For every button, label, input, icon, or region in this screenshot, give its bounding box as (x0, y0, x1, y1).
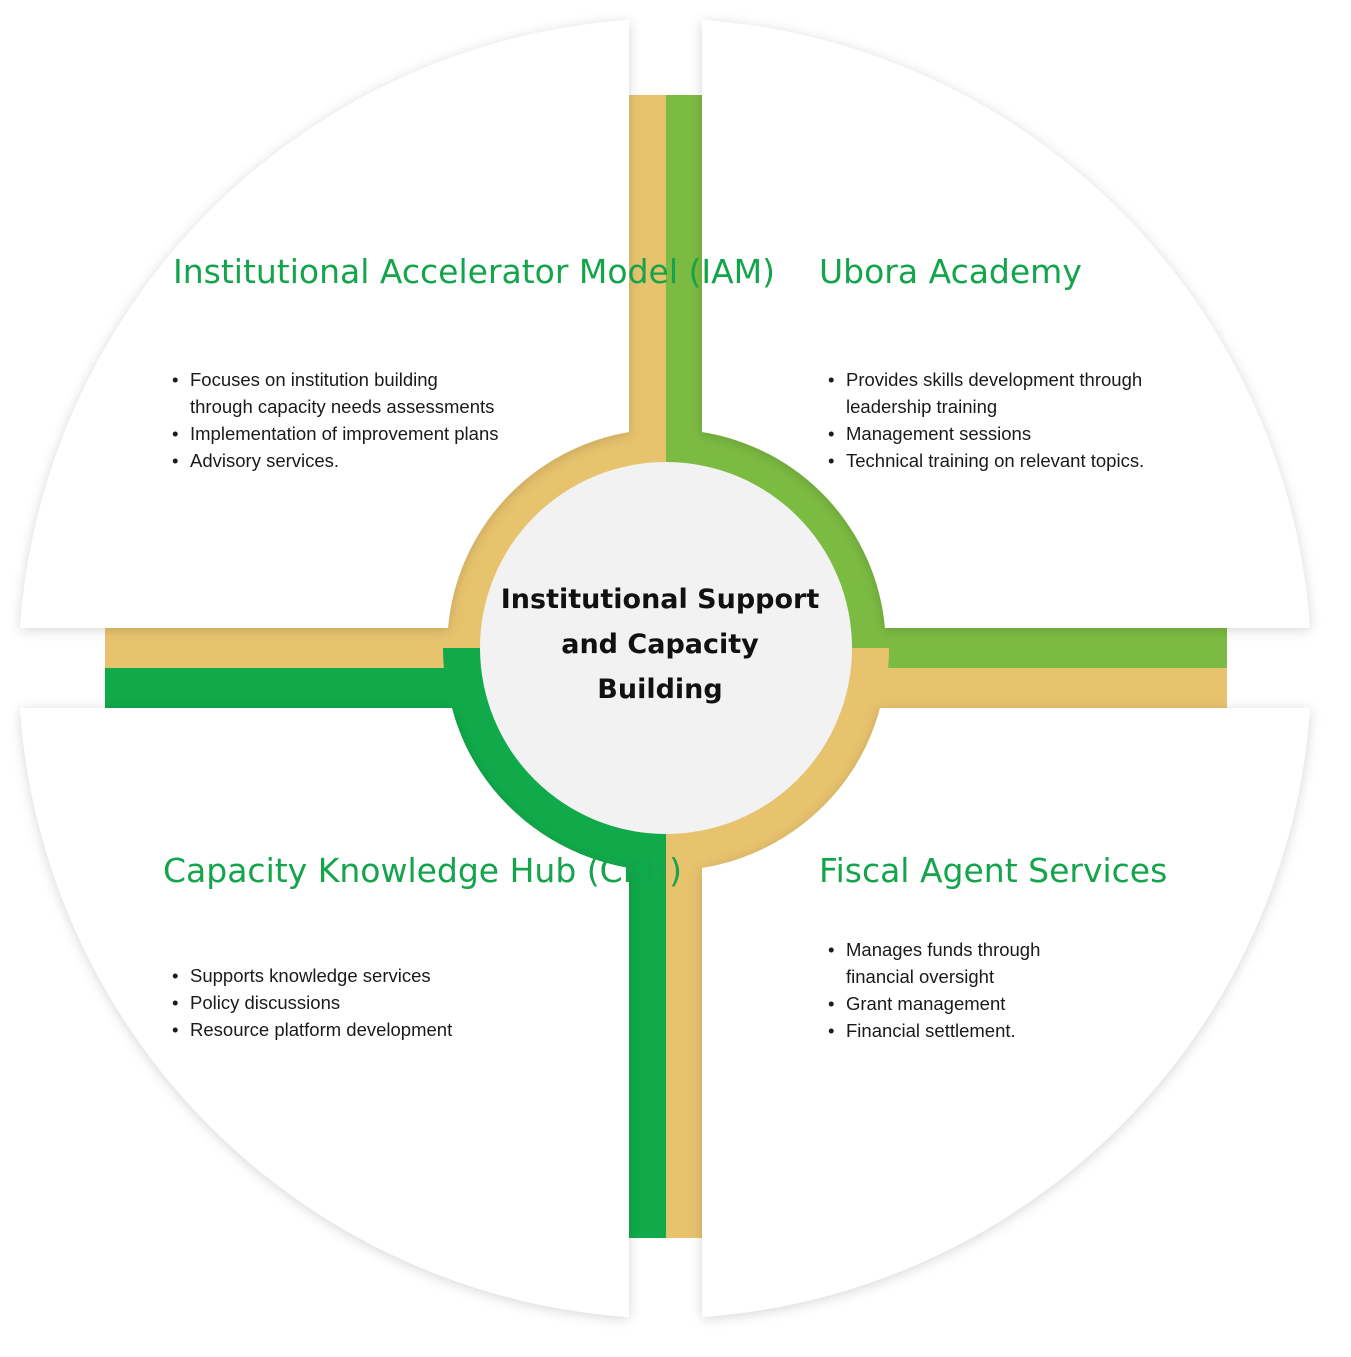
list-item: Manages funds through financial oversigh… (828, 936, 1078, 990)
iam-title: Institutional Accelerator Model (IAM) (173, 252, 776, 291)
list-item: Supports knowledge services (172, 962, 512, 989)
list-item: Advisory services. (172, 447, 502, 474)
list-item: Resource platform development (172, 1016, 512, 1043)
fiscal-agent-services-title: Fiscal Agent Services (819, 851, 1168, 890)
ubora-academy-title: Ubora Academy (819, 252, 1082, 291)
arm-right-light-green (860, 628, 1227, 668)
panel-top-right (702, 20, 1310, 628)
list-item: Financial settlement. (828, 1017, 1078, 1044)
fiscal-agent-services-bullet-list: Manages funds through financial oversigh… (828, 936, 1078, 1044)
center-circle (480, 462, 852, 834)
arm-left-tan (105, 628, 475, 668)
arm-right-tan (860, 668, 1227, 708)
list-item: Provides skills development through lead… (828, 366, 1208, 420)
list-item: Implementation of improvement plans (172, 420, 502, 447)
ckh-title: Capacity Knowledge Hub (CKH) (163, 851, 683, 890)
list-item: Grant management (828, 990, 1078, 1017)
arm-bottom-tan (666, 820, 702, 1238)
iam-bullet-list: Focuses on institution building through … (172, 366, 502, 474)
list-item: Management sessions (828, 420, 1208, 447)
center-title: Institutional Support and Capacity Build… (500, 584, 820, 705)
ubora-academy-bullet-list: Provides skills development through lead… (828, 366, 1208, 474)
ckh-bullet-list: Supports knowledge services Policy discu… (172, 962, 512, 1043)
list-item: Policy discussions (172, 989, 512, 1016)
arm-bottom-dark-green (629, 820, 666, 1238)
list-item: Technical training on relevant topics. (828, 447, 1208, 474)
list-item: Focuses on institution building through … (172, 366, 502, 420)
arm-top-tan (629, 95, 666, 475)
panel-top-left (20, 20, 629, 628)
arm-top-light-green (666, 95, 702, 475)
arm-left-dark-green (105, 668, 475, 708)
